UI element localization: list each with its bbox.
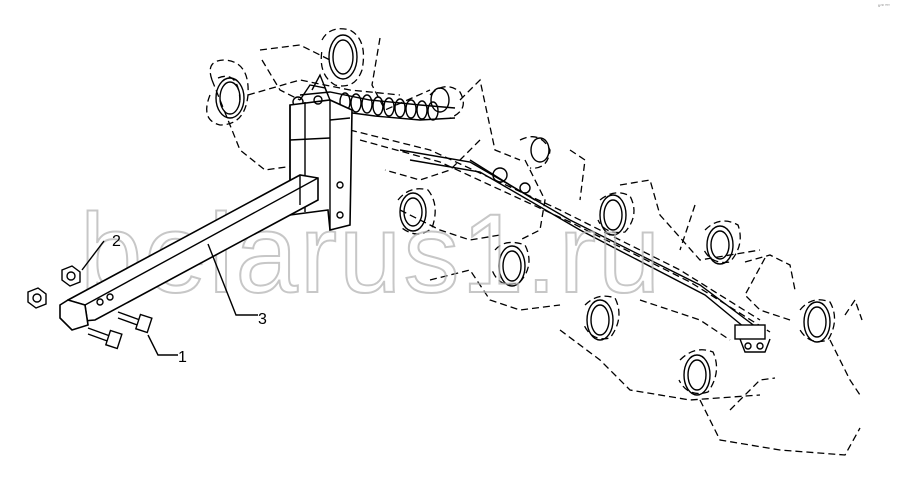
arm-part-3 — [59, 174, 319, 331]
corner-mark: ν²º ³⁰⁰ — [878, 3, 890, 8]
callout-leaders — [81, 240, 258, 356]
callout-1: 1 — [178, 349, 187, 366]
tine-coils — [215, 34, 831, 396]
bolt-part-1 — [87, 311, 153, 350]
callout-3: 3 — [258, 311, 267, 328]
nut-part-2 — [27, 265, 81, 309]
callout-2: 2 — [112, 233, 121, 250]
rake-frame-bar — [399, 149, 771, 353]
